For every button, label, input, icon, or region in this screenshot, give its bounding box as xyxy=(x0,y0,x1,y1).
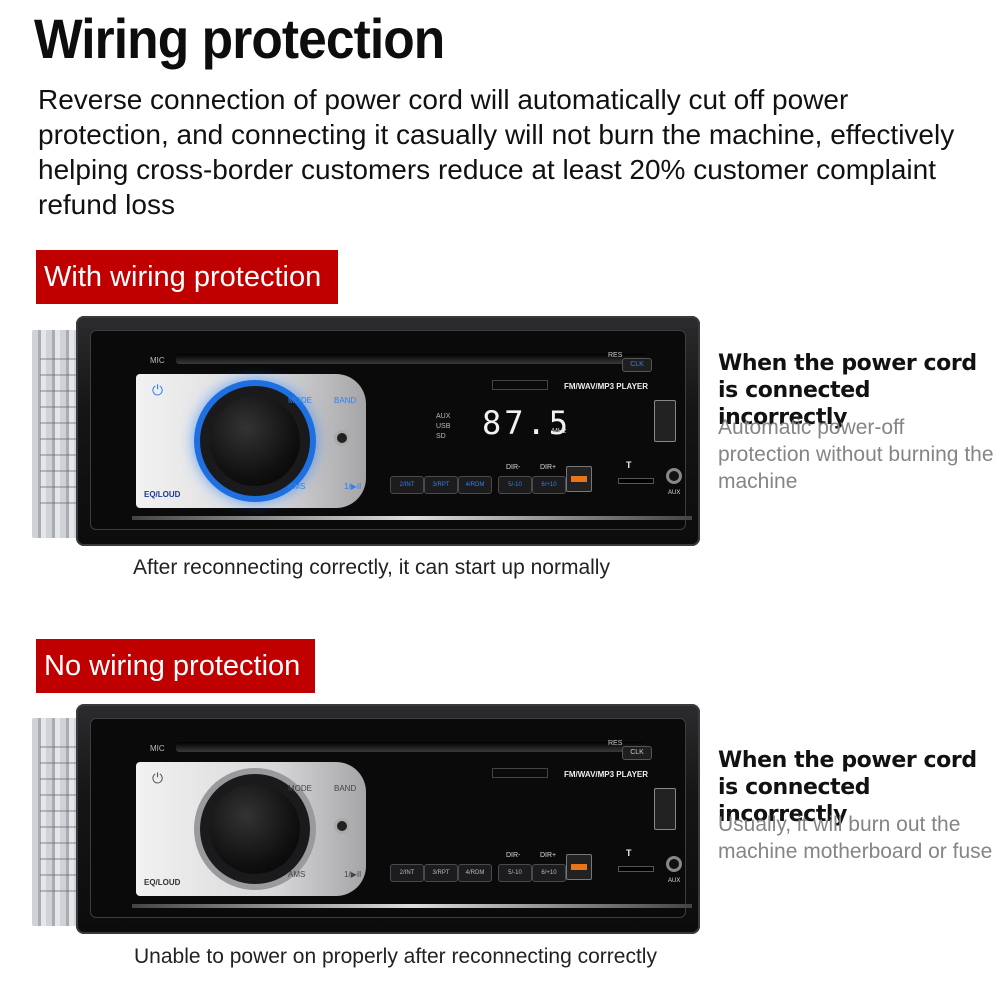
volume-knob xyxy=(210,396,300,486)
preset-button-3: 3/RPT xyxy=(424,476,458,494)
chrome-strip xyxy=(132,516,692,520)
preset-button-2: 2/INT xyxy=(390,864,424,882)
volume-knob xyxy=(210,784,300,874)
car-radio-protected: MIC RES CLK ⏻ MODE BAND EQ/LOUD AMS 1/▶I… xyxy=(32,316,700,548)
t-label: T xyxy=(626,460,632,470)
power-icon: ⏻ xyxy=(152,770,164,786)
preset-button-4: 4/RDM xyxy=(458,476,492,494)
side-heading-2: When the power cord is connected incorre… xyxy=(718,748,977,827)
side-body-2: Usually, it will burn out the machine mo… xyxy=(718,813,993,863)
headphone-jack xyxy=(334,818,350,834)
preset-button-5: 5/-10 xyxy=(498,476,532,494)
headphone-jack xyxy=(334,430,350,446)
dir-plus-label: DIR+ xyxy=(540,852,557,859)
usb-port xyxy=(566,466,592,492)
clk-button: CLK xyxy=(622,358,652,372)
intro-text: Reverse connection of power cord will au… xyxy=(38,84,955,220)
source-labels: AUX USB SD xyxy=(436,413,451,440)
caption-2: Unable to power on properly after reconn… xyxy=(134,945,657,968)
mhz-label: MHz xyxy=(552,428,567,435)
res-label: RES xyxy=(608,740,623,747)
display-box xyxy=(492,768,548,778)
clk-button: CLK xyxy=(622,746,652,760)
sd-slot xyxy=(618,866,654,872)
play-pause-label: 1/▶II xyxy=(344,482,362,491)
dir-minus-label: DIR- xyxy=(506,852,521,859)
preset-button-4: 4/RDM xyxy=(458,864,492,882)
caption-1: After reconnecting correctly, it can sta… xyxy=(133,556,610,579)
aux-jack xyxy=(666,856,682,872)
eq-loud-label: EQ/LOUD xyxy=(144,490,181,499)
mic-label: MIC xyxy=(150,356,165,365)
band-label: BAND xyxy=(334,784,357,793)
page-title: Wiring protection xyxy=(34,7,445,70)
ams-label: AMS xyxy=(288,870,306,879)
play-pause-label: 1/▶II xyxy=(344,870,362,879)
side-heading-1: When the power cord is connected incorre… xyxy=(718,351,977,430)
aux-label: AUX xyxy=(668,490,681,496)
dir-plus-label: DIR+ xyxy=(540,464,557,471)
display-box xyxy=(492,380,548,390)
band-label: BAND xyxy=(334,396,357,405)
usb-port-front xyxy=(654,400,676,442)
preset-button-2: 2/INT xyxy=(390,476,424,494)
preset-button-6: 6/+10 xyxy=(532,864,566,882)
t-label: T xyxy=(626,848,632,858)
cd-slot xyxy=(176,742,646,752)
mode-label: MODE xyxy=(288,396,312,405)
res-label: RES xyxy=(608,352,623,359)
preset-button-5: 5/-10 xyxy=(498,864,532,882)
power-icon: ⏻ xyxy=(152,382,164,398)
badge-no-protection: No wiring protection xyxy=(36,639,315,693)
player-label: FM/WAV/MP3 PLAYER xyxy=(564,382,649,391)
usb-port xyxy=(566,854,592,880)
chrome-strip xyxy=(132,904,692,908)
eq-loud-label: EQ/LOUD xyxy=(144,878,181,887)
side-body-1: Automatic power-off protection without b… xyxy=(718,416,994,493)
aux-label: AUX xyxy=(668,878,681,884)
mic-label: MIC xyxy=(150,744,165,753)
frequency-display: 87.5 xyxy=(482,404,572,442)
dir-minus-label: DIR- xyxy=(506,464,521,471)
cd-slot xyxy=(176,354,646,364)
player-label: FM/WAV/MP3 PLAYER xyxy=(564,770,649,779)
sd-slot xyxy=(618,478,654,484)
aux-jack xyxy=(666,468,682,484)
mode-label: MODE xyxy=(288,784,312,793)
ams-label: AMS xyxy=(288,482,306,491)
badge-with-protection: With wiring protection xyxy=(36,250,338,304)
preset-button-6: 6/+10 xyxy=(532,476,566,494)
car-radio-unprotected: MIC RES CLK ⏻ MODE BAND EQ/LOUD AMS 1/▶I… xyxy=(32,704,700,936)
preset-button-3: 3/RPT xyxy=(424,864,458,882)
usb-port-front xyxy=(654,788,676,830)
